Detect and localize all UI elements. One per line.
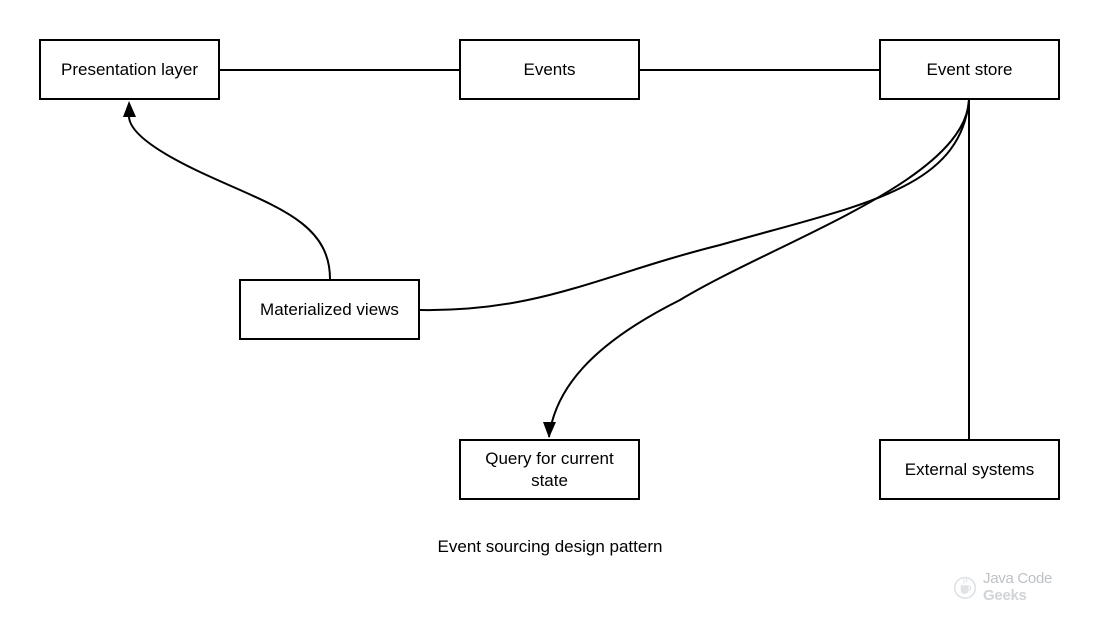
- arrow-eventstore-query: [548, 99, 970, 438]
- diagram-caption: Event sourcing design pattern: [437, 537, 663, 556]
- node-event-store-label: Event store: [926, 59, 1013, 79]
- java-cup-icon: [953, 576, 977, 600]
- node-query-current-state-label: Query for current state: [485, 448, 614, 490]
- node-materialized-views-label: Materialized views: [260, 299, 399, 319]
- node-events-label: Events: [523, 59, 576, 79]
- connector-eventstore-materialized: [419, 99, 970, 312]
- node-query-current-state: Query for current state: [459, 439, 640, 500]
- node-presentation-layer: Presentation layer: [39, 39, 220, 100]
- node-external-systems: External systems: [879, 439, 1060, 500]
- watermark-text: Java Code Geeks: [983, 570, 1083, 604]
- node-external-systems-label: External systems: [904, 459, 1035, 479]
- watermark-brand: Java Code: [983, 570, 1053, 587]
- arrow-materialized-presentation: [127, 114, 331, 280]
- node-materialized-views: Materialized views: [239, 279, 420, 340]
- arrowhead-presentation: [123, 101, 136, 117]
- watermark-logo: Java Code Geeks: [953, 570, 1083, 604]
- node-event-store: Event store: [879, 39, 1060, 100]
- node-events: Events: [459, 39, 640, 100]
- arrowhead-query: [543, 422, 556, 438]
- watermark-brand-bold: Geeks: [983, 587, 1027, 604]
- node-presentation-layer-label: Presentation layer: [60, 59, 199, 79]
